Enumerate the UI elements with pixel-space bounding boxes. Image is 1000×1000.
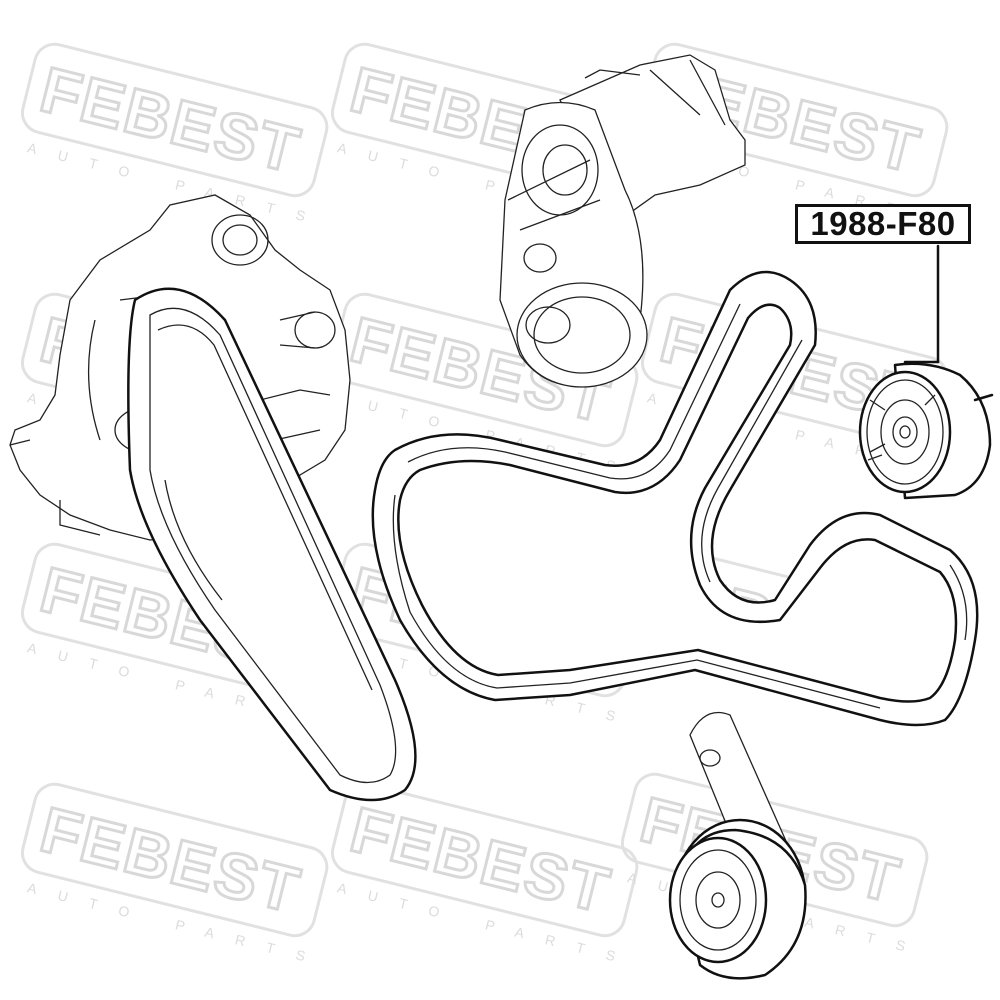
idler-pulley-icon [858, 362, 994, 500]
serpentine-belt-icon [371, 270, 979, 727]
pump-belt-icon [127, 287, 417, 802]
lower-pulley-icon [668, 711, 807, 980]
part-leader-line [903, 244, 940, 364]
part-number-label: 1988-F80 [795, 204, 971, 244]
belt-tensioner-icon [499, 54, 746, 388]
